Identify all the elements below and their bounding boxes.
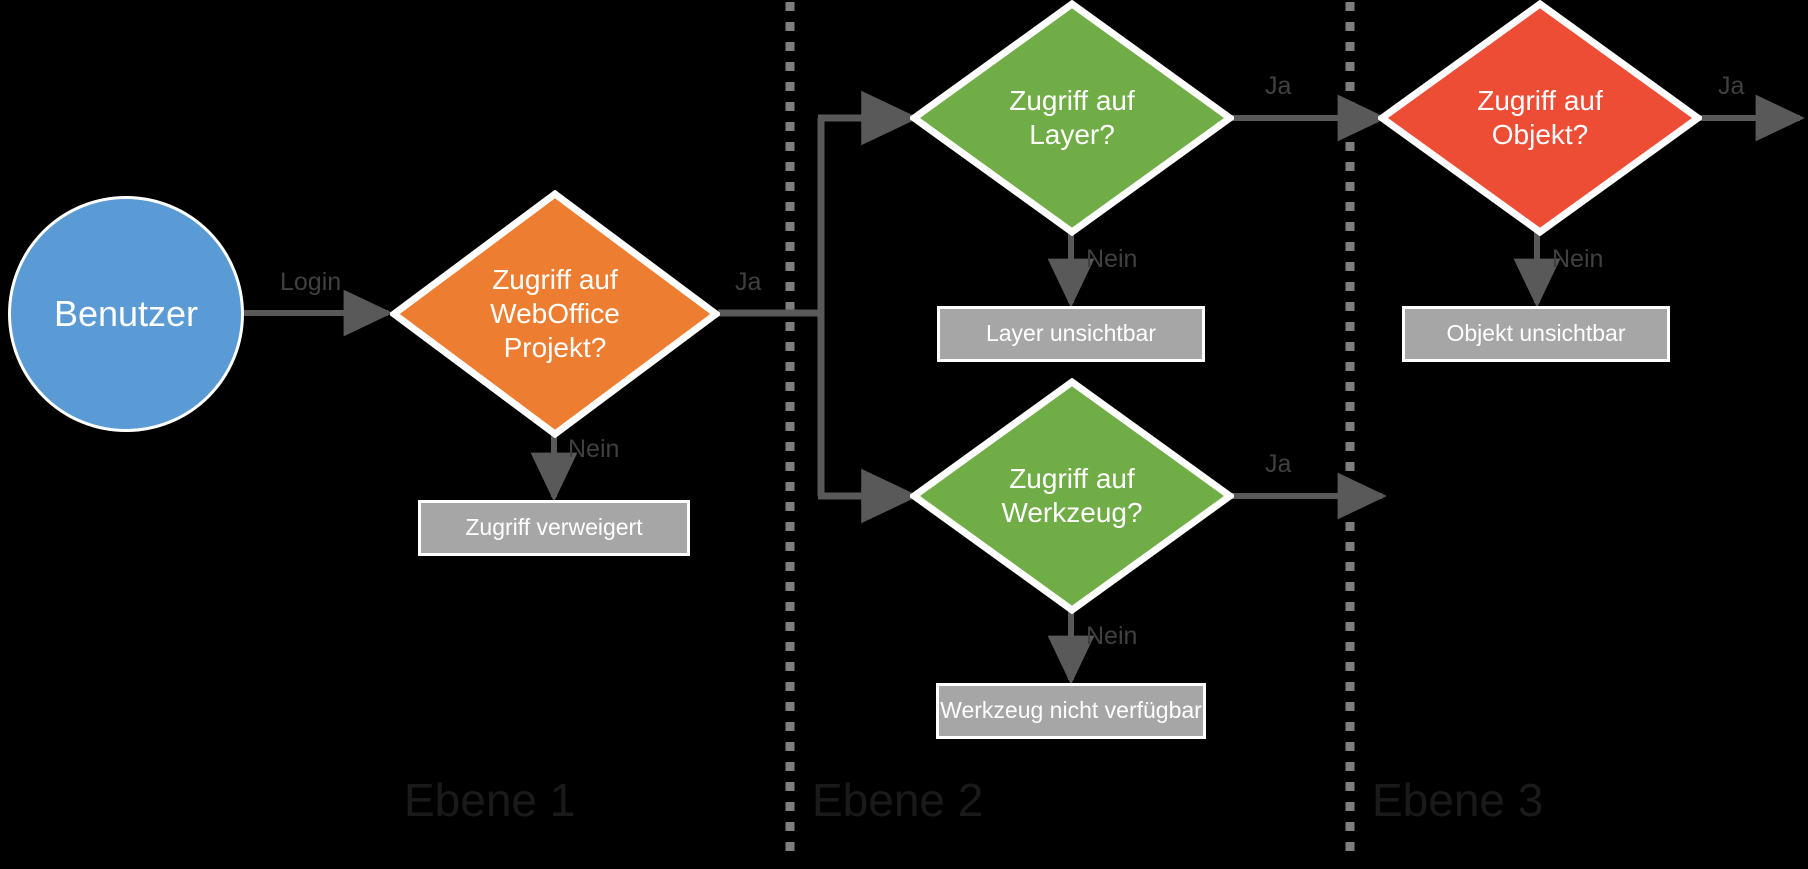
lane-caption-ebene-3: Ebene 3 bbox=[1372, 774, 1544, 826]
node-benutzer[interactable]: Benutzer bbox=[8, 196, 244, 432]
edge-label-layer-yes: Ja bbox=[1265, 72, 1292, 100]
node-layer-unsichtbar[interactable]: Layer unsichtbar bbox=[937, 306, 1205, 362]
edge-label-project-yes: Ja bbox=[735, 268, 762, 296]
node-zugriff-layer-label: Zugriff auf Layer? bbox=[1009, 84, 1135, 150]
node-zugriff-weboffice-projekt-label: Zugriff auf WebOffice Projekt? bbox=[490, 263, 620, 364]
node-zugriff-verweigert-label: Zugriff verweigert bbox=[465, 514, 643, 541]
edge-label-project-no: Nein bbox=[568, 435, 620, 463]
node-zugriff-objekt[interactable]: Zugriff auf Objekt? bbox=[1378, 0, 1702, 236]
edge-label-tool-yes: Ja bbox=[1265, 450, 1292, 478]
node-benutzer-label: Benutzer bbox=[53, 293, 199, 335]
node-zugriff-objekt-label: Zugriff auf Objekt? bbox=[1477, 84, 1603, 150]
node-zugriff-layer[interactable]: Zugriff auf Layer? bbox=[910, 0, 1234, 236]
edge-label-layer-no: Nein bbox=[1086, 245, 1138, 273]
edge-label-object-no: Nein bbox=[1552, 245, 1604, 273]
diamond-shape-objekt bbox=[1378, 0, 1702, 236]
lane-caption-ebene-2: Ebene 2 bbox=[812, 774, 984, 826]
lane-caption-ebene-1: Ebene 1 bbox=[404, 774, 576, 826]
node-werkzeug-nicht-verfuegbar[interactable]: Werkzeug nicht verfügbar bbox=[936, 683, 1206, 739]
node-zugriff-weboffice-projekt[interactable]: Zugriff auf WebOffice Projekt? bbox=[390, 190, 720, 438]
node-objekt-unsichtbar[interactable]: Objekt unsichtbar bbox=[1402, 306, 1670, 362]
node-zugriff-werkzeug-label: Zugriff auf Werkzeug? bbox=[1001, 462, 1143, 528]
edge-label-object-yes: Ja bbox=[1718, 72, 1745, 100]
node-zugriff-verweigert[interactable]: Zugriff verweigert bbox=[418, 500, 690, 556]
edge-label-tool-no: Nein bbox=[1086, 622, 1138, 650]
edge-label-login: Login bbox=[280, 268, 342, 296]
node-objekt-unsichtbar-label: Objekt unsichtbar bbox=[1446, 320, 1626, 347]
diamond-shape-werkzeug bbox=[910, 378, 1234, 614]
node-layer-unsichtbar-label: Layer unsichtbar bbox=[985, 320, 1157, 347]
node-zugriff-werkzeug[interactable]: Zugriff auf Werkzeug? bbox=[910, 378, 1234, 614]
diamond-shape-projekt bbox=[390, 190, 720, 438]
diamond-shape-layer bbox=[910, 0, 1234, 236]
node-werkzeug-nicht-verfuegbar-label: Werkzeug nicht verfügbar bbox=[940, 697, 1202, 724]
